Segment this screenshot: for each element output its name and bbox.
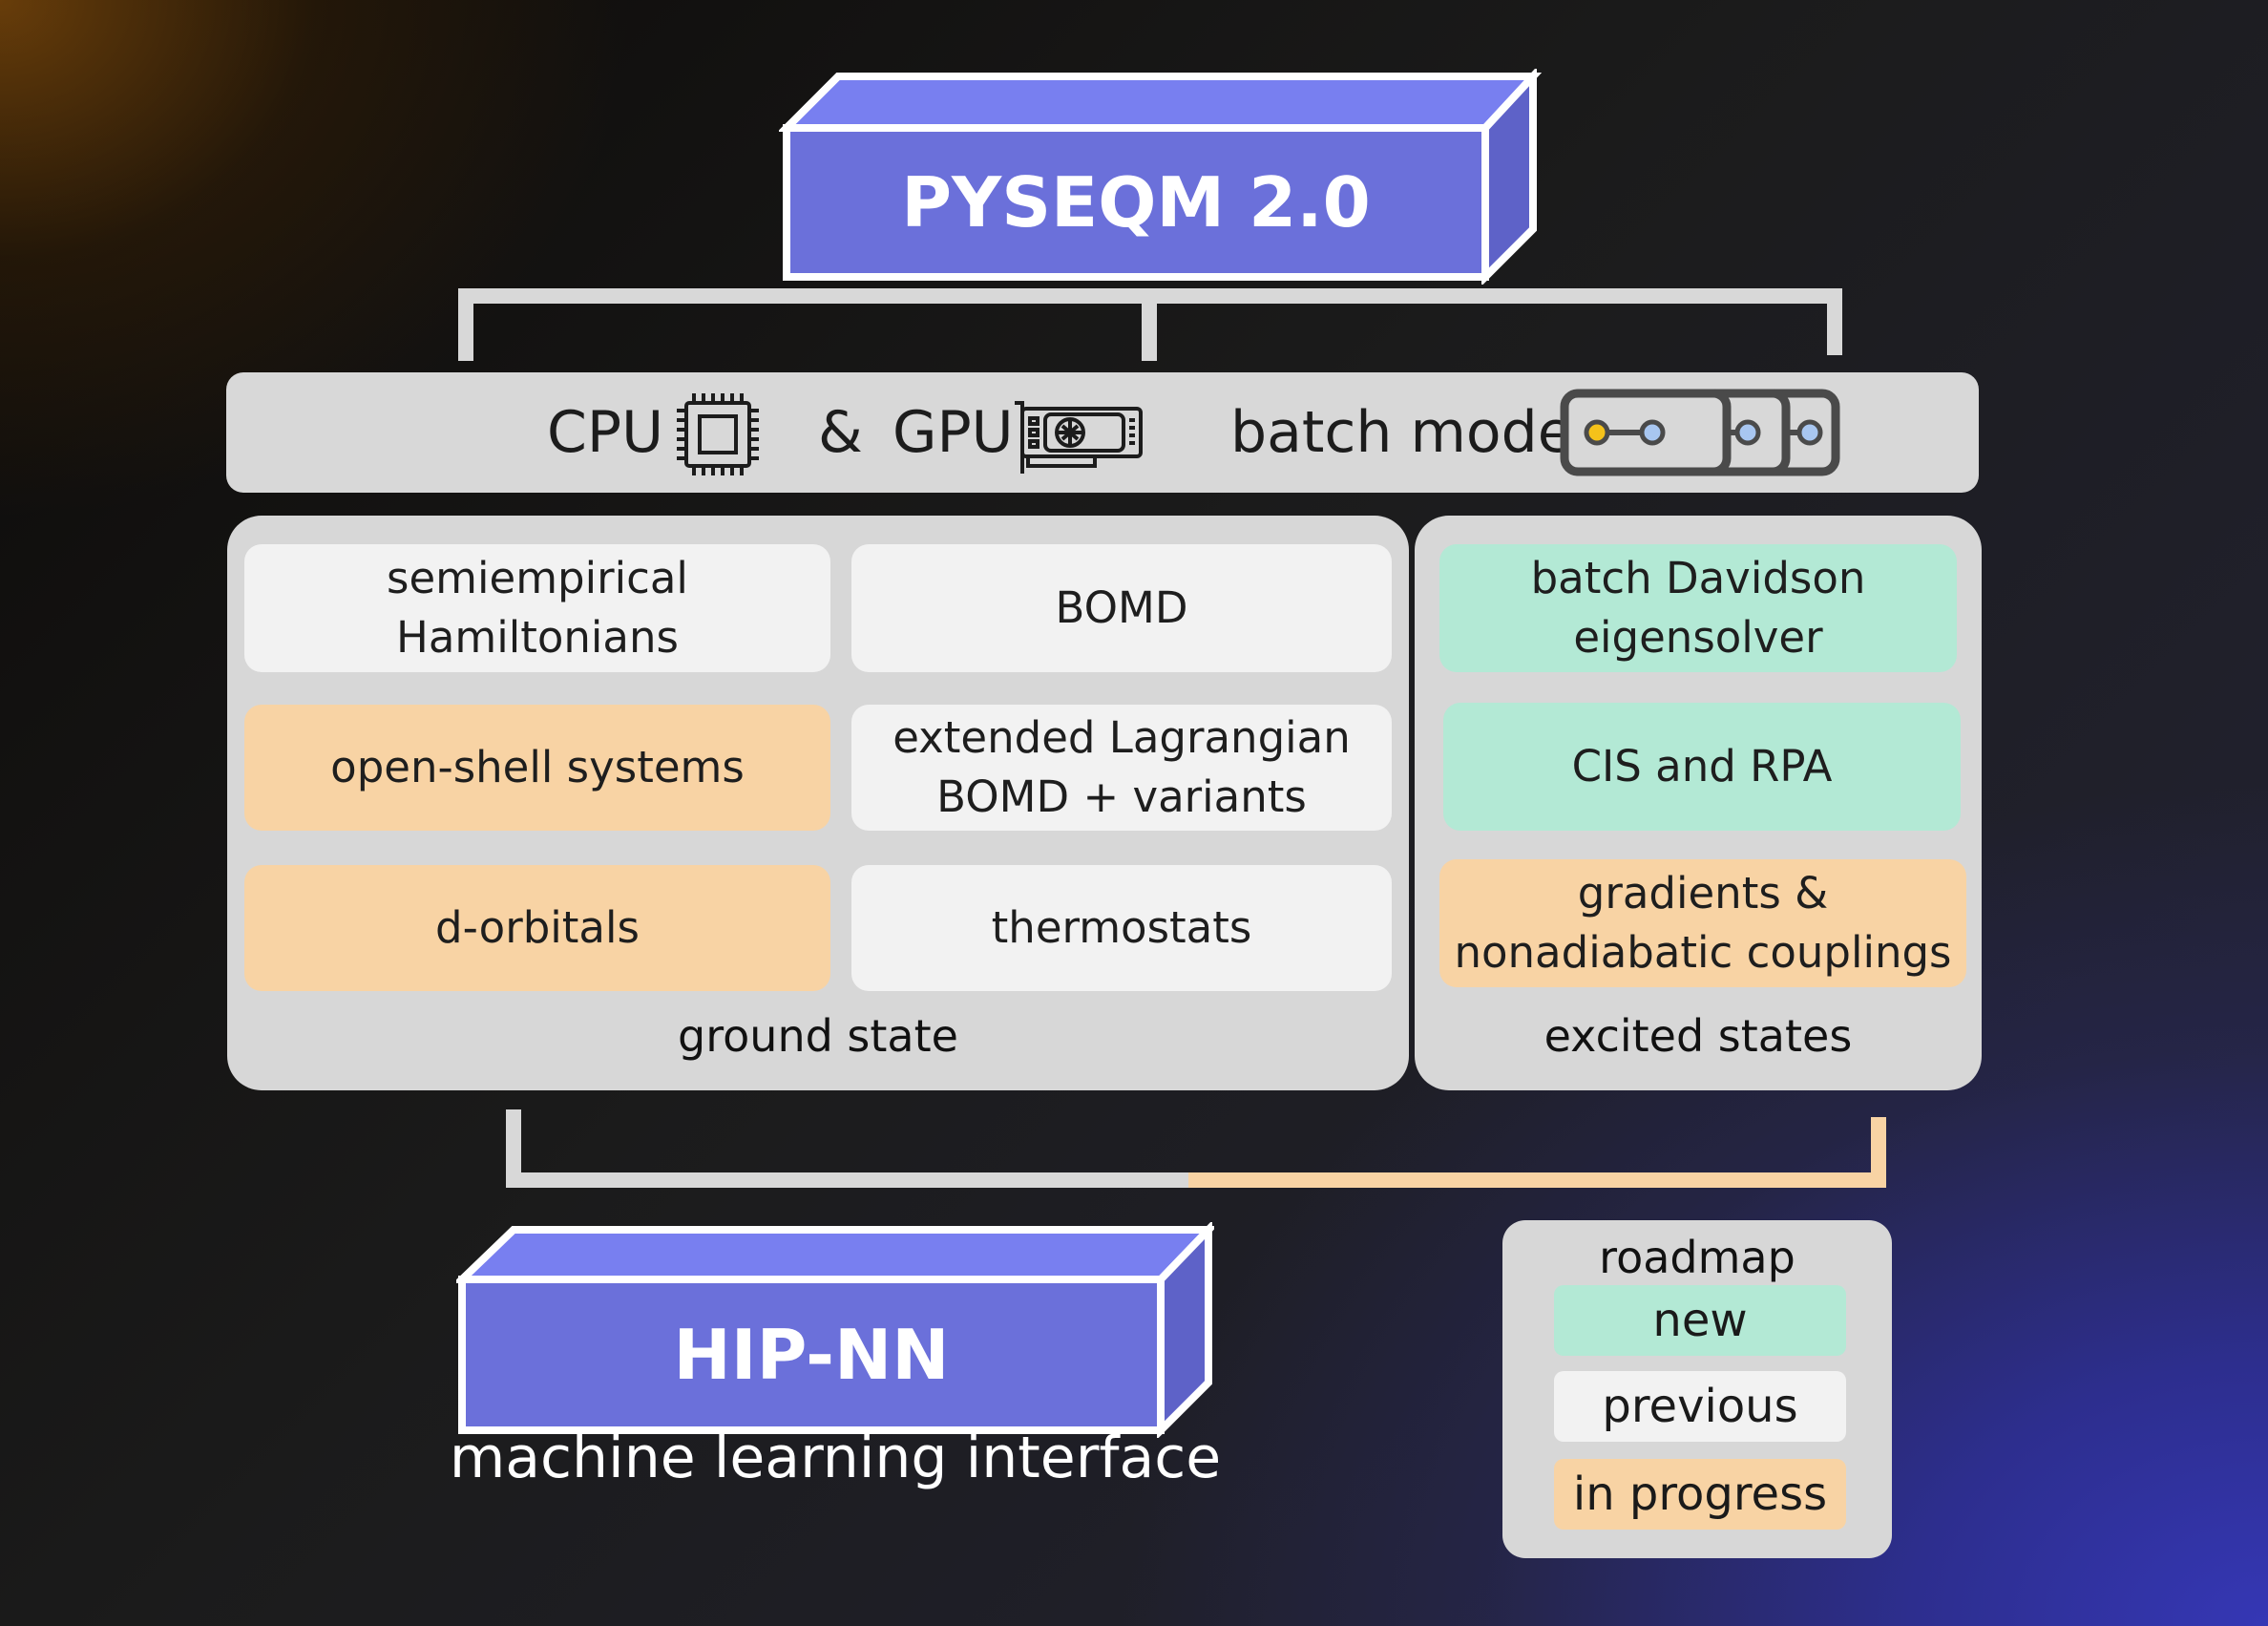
feature-box-bomd: BOMD bbox=[851, 544, 1392, 672]
pyseqm-title: PYSEQM 2.0 bbox=[901, 162, 1371, 243]
feature-box-open-shell-systems: open-shell systems bbox=[244, 705, 830, 831]
legend-item-new: new bbox=[1554, 1285, 1846, 1356]
cube-front-face bbox=[783, 124, 1489, 281]
feature-box-gradients-nac: gradients & nonadiabatic couplings bbox=[1439, 859, 1966, 987]
pyseqm-cube bbox=[779, 69, 1543, 285]
feature-box-thermostats: thermostats bbox=[851, 865, 1392, 991]
platform-bar: CPU & GPU batch mode bbox=[226, 372, 1979, 493]
ampersand: & bbox=[818, 399, 863, 466]
feature-box-cis-rpa: CIS and RPA bbox=[1443, 703, 1961, 831]
bottom-connector-gray bbox=[506, 1109, 1188, 1188]
batch-stack-icon bbox=[1560, 389, 1840, 476]
cube-top-face bbox=[456, 1226, 1214, 1283]
bottom-connector-orange bbox=[1188, 1117, 1886, 1188]
hipnn-title: HIP-NN bbox=[673, 1315, 950, 1395]
cube-top-face bbox=[779, 73, 1543, 132]
ground-state-panel: semiempirical Hamiltonians BOMD open-she… bbox=[227, 516, 1409, 1090]
graphics-card-icon bbox=[1015, 401, 1143, 474]
gpu-label: GPU bbox=[892, 399, 1014, 466]
excited-states-label: excited states bbox=[1544, 1010, 1853, 1062]
ml-interface-subtitle: machine learning interface bbox=[449, 1425, 1222, 1491]
feature-box-d-orbitals: d-orbitals bbox=[244, 865, 830, 991]
feature-box-extended-lagrangian: extended Lagrangian BOMD + variants bbox=[851, 705, 1392, 831]
batch-mode-label: batch mode bbox=[1230, 399, 1573, 466]
legend-item-previous: previous bbox=[1554, 1371, 1846, 1442]
feature-box-semiempirical-hamiltonians: semiempirical Hamiltonians bbox=[244, 544, 830, 672]
excited-states-panel: batch Davidson eigensolver CIS and RPA g… bbox=[1415, 516, 1982, 1090]
cube-front-face bbox=[458, 1276, 1165, 1434]
cpu-chip-icon bbox=[677, 393, 759, 475]
ground-state-label: ground state bbox=[678, 1010, 958, 1062]
feature-box-batch-davidson: batch Davidson eigensolver bbox=[1439, 544, 1957, 672]
legend-title: roadmap bbox=[1599, 1232, 1796, 1283]
cpu-label: CPU bbox=[547, 399, 663, 466]
roadmap-legend: roadmap new previous in progress bbox=[1502, 1220, 1892, 1558]
hipnn-cube bbox=[456, 1222, 1214, 1438]
legend-item-in-progress: in progress bbox=[1554, 1459, 1846, 1530]
